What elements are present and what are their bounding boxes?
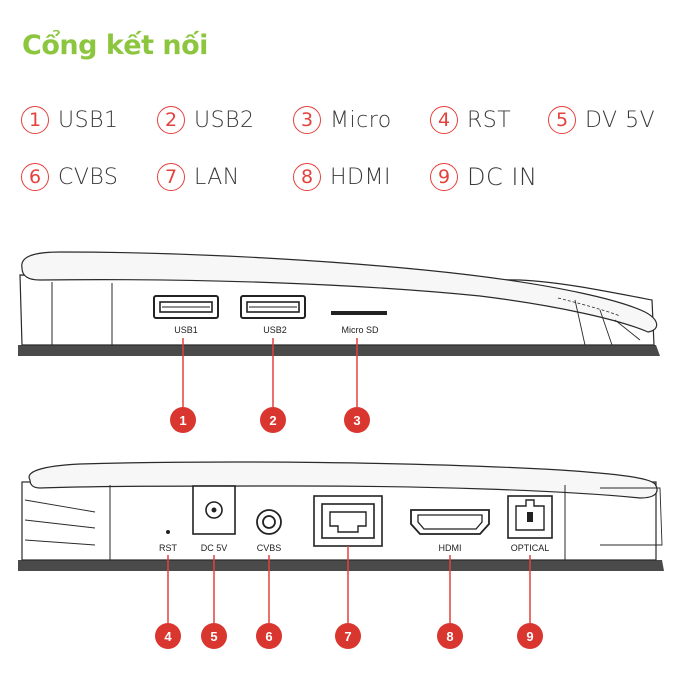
legend-label: RST [467, 107, 512, 133]
legend-item-lan: 7 LAN [157, 160, 240, 194]
cvbs-label: CVBS [257, 543, 282, 553]
usb2-port [240, 295, 306, 319]
front-top-shell [21, 251, 658, 333]
legend-number: 5 [548, 106, 576, 134]
callout-number-9: 9 [526, 629, 533, 644]
front-left-edge [51, 282, 113, 345]
callout-marker-3 [344, 407, 370, 433]
callout-marker-1 [170, 407, 196, 433]
legend-item-usb1: 1 USB1 [21, 103, 118, 137]
legend-number: 7 [157, 163, 185, 191]
callout-marker-4 [155, 623, 181, 649]
legend-label: LAN [194, 164, 240, 190]
callout-marker-2 [260, 407, 286, 433]
optical-label: OPTICAL [511, 543, 550, 553]
back-base-plate [18, 560, 664, 571]
back-left-vents [24, 499, 96, 546]
legend-item-dcin: 9 DC IN [430, 160, 537, 194]
legend-number: 6 [21, 163, 49, 191]
callout-number-4: 4 [164, 629, 172, 644]
legend-label: USB2 [194, 107, 255, 133]
hdmi-label: HDMI [439, 543, 462, 553]
usb2-label: USB2 [263, 325, 287, 335]
legend-number: 3 [293, 106, 321, 134]
callout-marker-9 [517, 623, 543, 649]
dc-5v-label: DC 5V [201, 543, 228, 553]
rst-pinhole [166, 530, 170, 534]
front-panel: USB1 USB2 Micro SD 1 2 3 [18, 251, 660, 433]
legend-label: USB1 [58, 107, 119, 133]
callout-number-7: 7 [344, 629, 351, 644]
legend-number: 4 [430, 106, 458, 134]
legend-item-usb2: 2 USB2 [157, 103, 254, 137]
front-right-vents [574, 299, 641, 346]
legend-label: DC IN [467, 163, 538, 191]
callout-number-8: 8 [446, 629, 453, 644]
page-title: Cổng kết nối [22, 30, 208, 61]
front-base-plate [18, 345, 660, 356]
callout-number-2: 2 [269, 413, 276, 428]
micro-sd-slot [331, 311, 387, 315]
callout-marker-5 [201, 623, 227, 649]
legend-item-hdmi: 8 HDMI [293, 160, 391, 194]
callout-marker-7 [335, 623, 361, 649]
callout-number-1: 1 [179, 413, 186, 428]
legend-item-rst: 4 RST [430, 103, 511, 137]
legend-number: 2 [157, 106, 185, 134]
usb1-label: USB1 [174, 325, 198, 335]
cvbs-jack [256, 509, 282, 535]
legend-item-cvbs: 6 CVBS [21, 160, 118, 194]
callout-marker-8 [437, 623, 463, 649]
back-right-panel [600, 487, 663, 546]
legend-label: DV 5V [585, 107, 656, 133]
legend-item-micro: 3 Micro [293, 103, 392, 137]
legend-number: 1 [21, 106, 49, 134]
callout-number-5: 5 [210, 629, 217, 644]
legend-number: 9 [430, 163, 458, 191]
dc-5v-jack [192, 485, 236, 535]
lan-port [313, 495, 383, 547]
callout-number-3: 3 [353, 413, 360, 428]
legend-label: Micro [330, 107, 392, 133]
legend-label: CVBS [58, 164, 119, 190]
back-top-shell [28, 461, 658, 499]
legend-label: HDMI [330, 164, 391, 190]
rst-label: RST [159, 543, 178, 553]
usb1-port [153, 295, 219, 319]
callout-number-6: 6 [265, 629, 272, 644]
callout-marker-6 [256, 623, 282, 649]
micro-sd-label: Micro SD [341, 325, 379, 335]
legend-number: 8 [293, 163, 321, 191]
hdmi-port [410, 509, 490, 535]
legend-item-dv5v: 5 DV 5V [548, 103, 655, 137]
back-panel: RST DC 5V CVBS HDMI [18, 461, 664, 649]
optical-port [507, 495, 553, 539]
